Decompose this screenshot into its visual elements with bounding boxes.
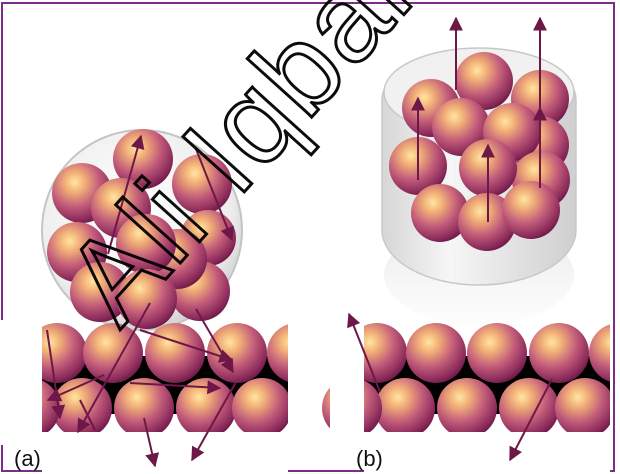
surface-clip-left-a xyxy=(0,320,42,445)
panel-b-label: (b) xyxy=(356,446,383,472)
surface-clip-bottom-a xyxy=(42,432,288,472)
surface-spheres-b xyxy=(322,323,620,438)
panel-a-label: (a) xyxy=(14,446,41,472)
surface-clip-bottom-b xyxy=(364,432,610,472)
frame-right-restore xyxy=(613,3,615,471)
